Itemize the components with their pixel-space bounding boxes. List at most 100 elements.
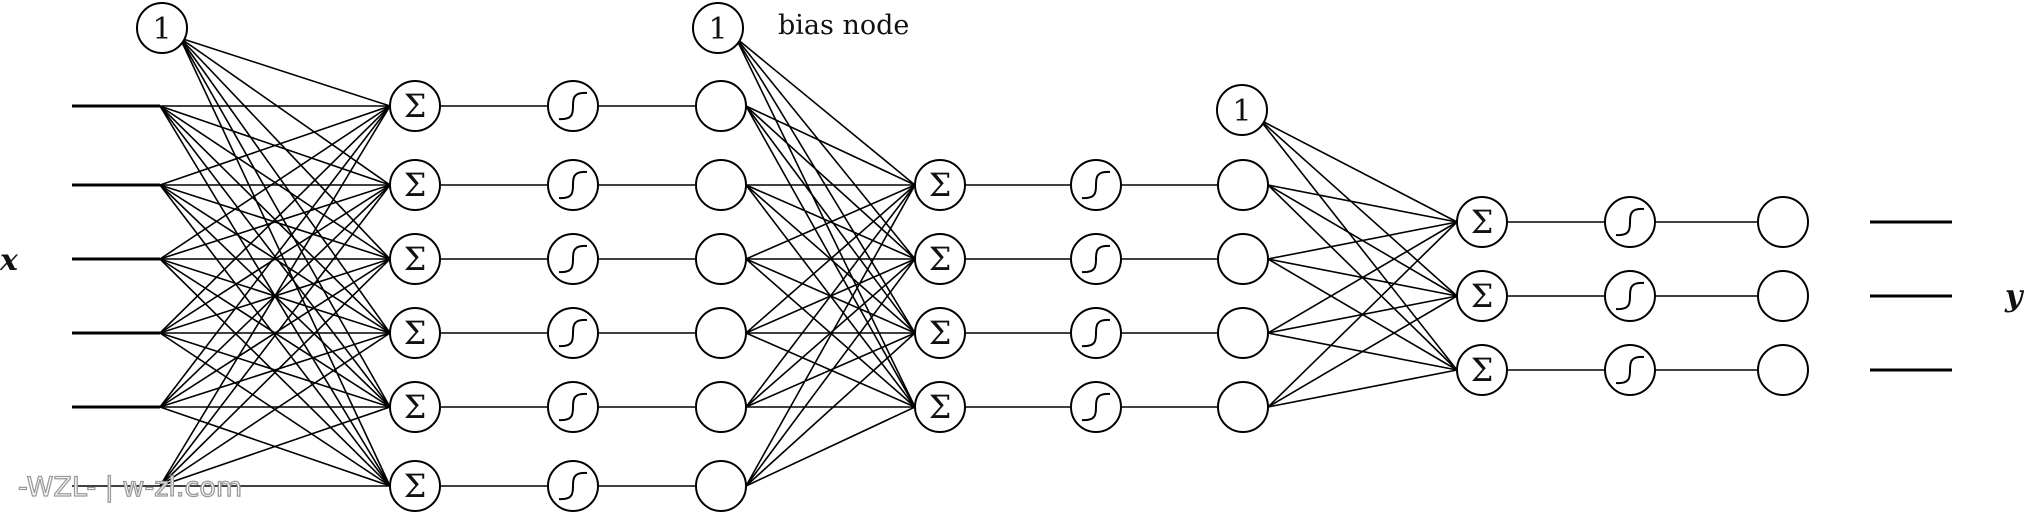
bias-connection <box>179 37 391 334</box>
sigmoid-icon <box>1615 207 1645 237</box>
sum-node <box>389 233 441 285</box>
output-label: y <box>2004 279 2025 314</box>
bias-node <box>1216 84 1268 136</box>
sigmoid-icon <box>1081 244 1111 274</box>
weight-connection <box>745 258 916 487</box>
weight-connection <box>745 332 916 408</box>
weight-connection <box>159 184 391 334</box>
sum-symbol: Σ <box>404 388 427 426</box>
sigmoid-icon <box>558 392 588 422</box>
output-node <box>1217 307 1269 359</box>
bias-connection <box>735 37 916 408</box>
sum-node <box>914 307 966 359</box>
output-node <box>695 460 747 512</box>
weight-connection <box>1267 221 1458 408</box>
sum-symbol: Σ <box>404 240 427 278</box>
sum-node <box>389 307 441 359</box>
bias-connection <box>179 37 391 487</box>
sigmoid-icon <box>558 170 588 200</box>
sum-symbol: Σ <box>929 166 952 204</box>
weight-connection <box>745 184 916 487</box>
sum-node <box>389 460 441 512</box>
output-node <box>695 381 747 433</box>
sum-symbol: Σ <box>929 388 952 426</box>
weight-connection <box>159 105 391 487</box>
weight-connection <box>745 184 916 334</box>
sum-symbol: Σ <box>404 87 427 125</box>
bias-connection <box>735 37 916 334</box>
bias-connection <box>735 37 916 260</box>
sum-node <box>389 80 441 132</box>
sum-node <box>914 233 966 285</box>
sigmoid-icon <box>558 91 588 121</box>
weight-connection <box>1267 221 1458 260</box>
sum-symbol: Σ <box>404 166 427 204</box>
weight-connection <box>745 184 916 408</box>
sigmoid-icon <box>1081 392 1111 422</box>
bias-connection <box>1259 119 1458 371</box>
weight-connection <box>159 258 391 408</box>
weight-connection <box>745 105 916 186</box>
sum-symbol: Σ <box>929 314 952 352</box>
watermark: -WZL- | w-zl.com <box>18 472 242 503</box>
bias-node <box>136 2 188 54</box>
sum-symbol: Σ <box>404 467 427 505</box>
weight-connection <box>159 105 391 408</box>
weight-connection <box>159 105 391 186</box>
sigmoid-icon <box>558 471 588 501</box>
sum-symbol: Σ <box>1471 277 1494 315</box>
weight-connection <box>159 258 391 487</box>
bias-connection <box>1259 119 1458 297</box>
bias-connection <box>179 37 391 186</box>
weight-connection <box>745 332 916 487</box>
weight-connection <box>1267 369 1458 408</box>
weight-connection <box>159 105 391 260</box>
weight-connection <box>159 332 391 408</box>
weight-connection <box>159 406 391 487</box>
output-node <box>1217 233 1269 285</box>
sigmoid-icon <box>1615 355 1645 385</box>
sum-node <box>1456 196 1508 248</box>
sigmoid-icon <box>558 244 588 274</box>
output-node <box>695 159 747 211</box>
sigmoid-icon <box>1081 170 1111 200</box>
bias-connection <box>179 37 391 408</box>
weight-connection <box>159 184 391 487</box>
bias-symbol: 1 <box>1232 94 1251 129</box>
sum-symbol: Σ <box>1471 351 1494 389</box>
bias-node <box>692 2 744 54</box>
output-node <box>1217 381 1269 433</box>
weight-connection <box>159 105 391 334</box>
sum-symbol: Σ <box>404 314 427 352</box>
weight-connection <box>745 406 916 487</box>
sum-node <box>914 381 966 433</box>
output-node <box>1757 344 1809 396</box>
weight-connection <box>745 258 916 408</box>
input-label: x <box>0 243 19 278</box>
bias-connection <box>1259 119 1458 223</box>
output-node <box>1757 196 1809 248</box>
sigmoid-icon <box>558 318 588 348</box>
weight-connection <box>745 105 916 334</box>
output-node <box>695 233 747 285</box>
sum-node <box>1456 270 1508 322</box>
output-node <box>1217 159 1269 211</box>
bias-symbol: 1 <box>152 12 171 47</box>
weight-connection <box>1267 221 1458 334</box>
sum-node <box>914 159 966 211</box>
sum-node <box>389 381 441 433</box>
weight-connection <box>159 332 391 487</box>
weight-connection <box>1267 295 1458 408</box>
connection-lines <box>72 37 1952 487</box>
weight-connection <box>745 105 916 260</box>
bias-symbol: 1 <box>708 12 727 47</box>
weight-connection <box>745 105 916 408</box>
sum-node <box>1456 344 1508 396</box>
bias-connection <box>179 37 391 260</box>
sum-symbol: Σ <box>1471 203 1494 241</box>
weight-connection <box>745 184 916 260</box>
output-node <box>695 80 747 132</box>
weight-connection <box>1267 184 1458 223</box>
